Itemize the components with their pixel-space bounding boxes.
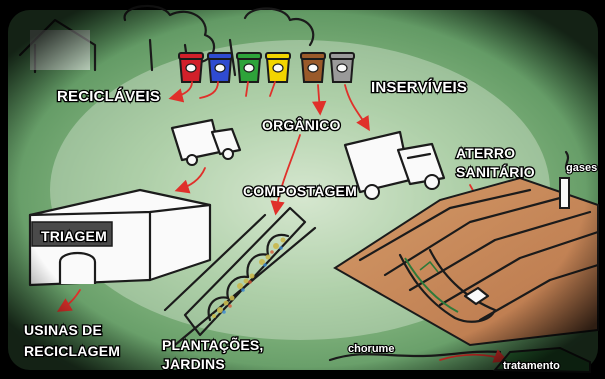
label-usinas-line1: USINAS DE bbox=[24, 322, 102, 338]
label-gases: gases bbox=[566, 162, 597, 174]
label-aterro-line2: SANITÁRIO bbox=[456, 164, 535, 180]
brown-bin bbox=[301, 53, 325, 82]
label-organico: ORGÂNICO bbox=[262, 116, 341, 133]
gray-bin bbox=[330, 53, 354, 82]
label-plantacoes-line1: PLANTAÇÕES, bbox=[162, 336, 264, 353]
label-tratamento: tratamento bbox=[503, 360, 560, 372]
label-chorume: chorume bbox=[348, 343, 394, 355]
green-bin bbox=[237, 53, 261, 82]
blue-bin bbox=[208, 53, 232, 82]
label-compostagem: COMPOSTAGEM bbox=[243, 183, 357, 199]
label-plantacoes-line2: JARDINS bbox=[162, 356, 225, 372]
label-usinas-line2: RECICLAGEM bbox=[24, 343, 120, 359]
label-inserviveis: INSERVÍVEIS bbox=[371, 79, 467, 96]
label-reciclaveis: RECICLÁVEIS bbox=[57, 88, 160, 105]
yellow-bin bbox=[266, 53, 290, 82]
red-bin bbox=[179, 53, 203, 82]
label-aterro-line1: ATERRO bbox=[456, 145, 515, 161]
label-triagem: TRIAGEM bbox=[41, 228, 107, 244]
